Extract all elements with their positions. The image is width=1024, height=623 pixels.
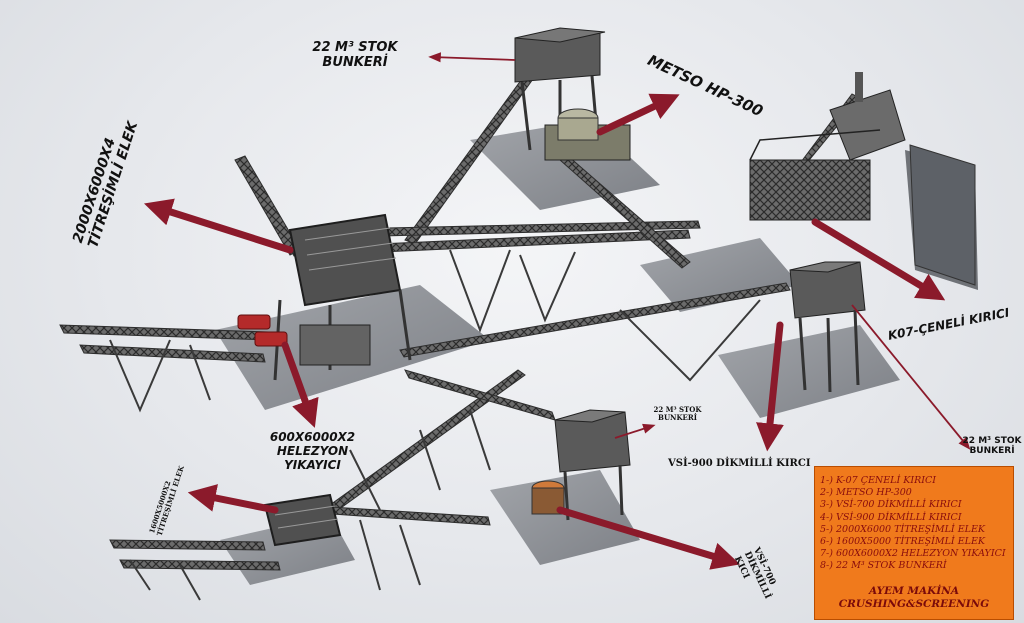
arrow-bunker-mid [614,423,656,439]
label-washer-line2: HELEZYON [276,443,349,458]
thin-callout-arrows [428,52,971,450]
arrow-screen-small [187,484,279,514]
legend-item: 5-) 2000X6000 TİTREŞİMLİ ELEK [820,523,985,535]
legend-brand-name: AYEM MAKİNA [869,585,959,597]
legend-item: 8-) 22 M³ STOK BUNKERİ [820,560,947,572]
conveyors [59,53,861,571]
pad-right-bunker [718,325,900,418]
label-bunker-mid-line1: 22 M³ STOK [653,405,702,414]
arrow-bunker-top [428,52,516,63]
legend-item: 7-) 600X6000X2 HELEZYON YIKAYICI [820,548,1006,560]
label-bunker-top: 22 M³ STOK BUNKERİ [300,40,410,71]
legend-list: 1-) K-07 ÇENELİ KIRICI 2-) METSO HP-300 … [815,467,1013,573]
small-screen-structure [263,493,342,547]
callout-arrows [143,93,946,570]
label-vsi900: VSİ-900 DİKMİLLİ KIRCI [668,458,811,469]
support-legs [109,249,761,601]
main-screen-structure [273,213,412,381]
legend-item: 6-) 1600X5000 TİTREŞİMLİ ELEK [820,536,985,548]
arrow-bunker-right [851,304,971,450]
label-bunker-top-line2: BUNKERİ [322,54,388,70]
label-washer: 600X6000X2 HELEZYON YIKAYICI [265,430,360,472]
label-bunker-right-line1: 22 M³ STOK [962,436,1022,446]
arrow-washer [281,341,319,428]
lower-bunker-structure [531,409,631,521]
legend-item: 2-) METSO HP-300 [820,487,912,499]
label-washer-line3: YIKAYICI [284,457,341,472]
label-washer-line1: 600X6000X2 [269,430,356,444]
label-bunker-right-line2: BUNKERİ [969,446,1015,457]
arrow-jaw [811,218,946,301]
conveyor-return [399,282,791,358]
label-bunker-mid: 22 M³ STOK BUNKERİ [650,405,705,423]
pad-lower-bunker [490,470,640,565]
conveyor-left-2 [79,344,266,363]
conveyor-bottom-2 [119,559,281,571]
label-bunker-top-line1: 22 M³ STOK [312,40,398,55]
washer-motors [237,314,288,347]
legend-item: 1-) K-07 ÇENELİ KIRICI [820,475,937,486]
arrow-screen-big [143,198,294,254]
legend-item: 3-) VSİ-700 DİKMİLLİ KIRICI [820,499,962,511]
legend-brand-tagline: CRUSHING&SCREENING [838,598,990,610]
conveyor-bottom-1 [109,539,266,551]
label-bunker-mid-line2: BUNKERİ [658,413,697,423]
arrow-vsi900 [756,321,784,452]
label-bunker-right: 22 M³ STOK BUNKERİ [960,436,1024,457]
metso-hp300-unit [544,108,631,161]
arrow-vsi700 [556,506,741,570]
legend-box: 1-) K-07 ÇENELİ KIRICI 2-) METSO HP-300 … [814,466,1014,620]
right-bunker-structure [789,261,866,393]
arrow-metso [596,93,680,136]
jaw-crusher-structure [749,72,976,286]
conveyor-lower-left [404,369,556,421]
legend-item: 4-) VSİ-900 DİKMİLLİ KIRICI [820,511,962,523]
